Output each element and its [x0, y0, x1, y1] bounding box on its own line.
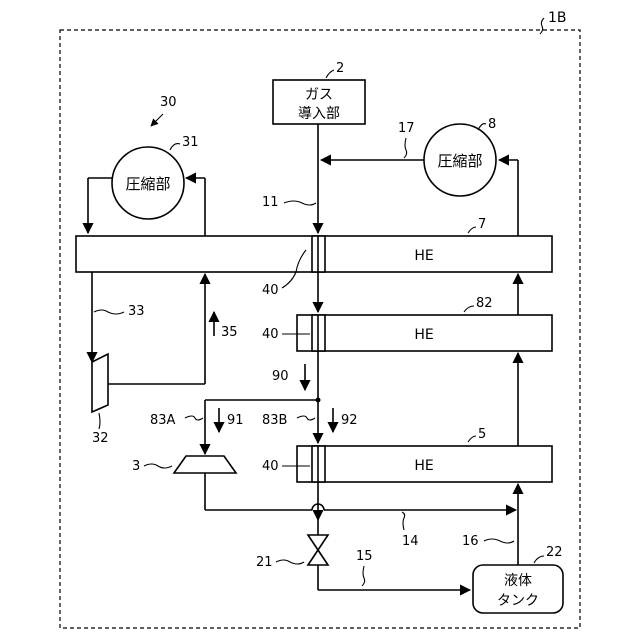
- sep-40a-ref: 40: [262, 283, 279, 298]
- flow-91-ref: 91: [227, 413, 244, 428]
- flow-90-ref: 90: [272, 369, 289, 384]
- system-ref-label: 1B: [548, 10, 567, 26]
- liquid-tank-label-1: 液体: [504, 573, 532, 589]
- sep-40c-ref: 40: [262, 459, 279, 474]
- expander-3-ref: 3: [132, 459, 140, 474]
- liquid-tank-label-2: タンク: [497, 593, 539, 609]
- heat-exchanger-82-label: HE: [414, 327, 433, 343]
- heat-exchanger-5-ref: 5: [478, 427, 486, 442]
- compressor-8-ref: 8: [488, 117, 496, 132]
- line-33-ref: 33: [128, 304, 145, 319]
- line-17-ref: 17: [398, 121, 415, 136]
- line-83a-ref: 83A: [150, 413, 176, 428]
- flow-92-ref: 92: [341, 413, 358, 428]
- expander-32: [92, 354, 108, 412]
- liquid-tank-ref: 22: [546, 545, 563, 560]
- compressor-31-ref: 31: [182, 135, 199, 150]
- expander-3: [174, 456, 236, 473]
- refrigeration-unit-pointer: [151, 114, 163, 126]
- compressor-31-label: 圧縮部: [125, 175, 170, 193]
- line-16-ref: 16: [462, 534, 479, 549]
- line-83b-ref: 83B: [262, 413, 287, 428]
- line-14-ref: 14: [402, 534, 419, 549]
- heat-exchanger-5-label: HE: [414, 458, 433, 474]
- heat-exchanger-7-ref: 7: [478, 217, 486, 232]
- sep-40b-ref: 40: [262, 327, 279, 342]
- heat-exchanger-82-ref: 82: [476, 296, 493, 311]
- compressor-8-label: 圧縮部: [437, 152, 482, 170]
- gas-inlet-ref: 2: [336, 61, 344, 76]
- gas-inlet-label-2: 導入部: [298, 106, 340, 122]
- expander-32-ref: 32: [92, 431, 109, 446]
- valve-21: [308, 535, 328, 550]
- valve-21-ref: 21: [256, 555, 273, 570]
- flow-35-ref: 35: [221, 325, 238, 340]
- line-11-ref: 11: [262, 195, 279, 210]
- gas-inlet-label-1: ガス: [305, 87, 333, 103]
- heat-exchanger-7-label: HE: [414, 248, 433, 264]
- refrigeration-unit-ref: 30: [160, 95, 177, 110]
- line-15-ref: 15: [356, 549, 373, 564]
